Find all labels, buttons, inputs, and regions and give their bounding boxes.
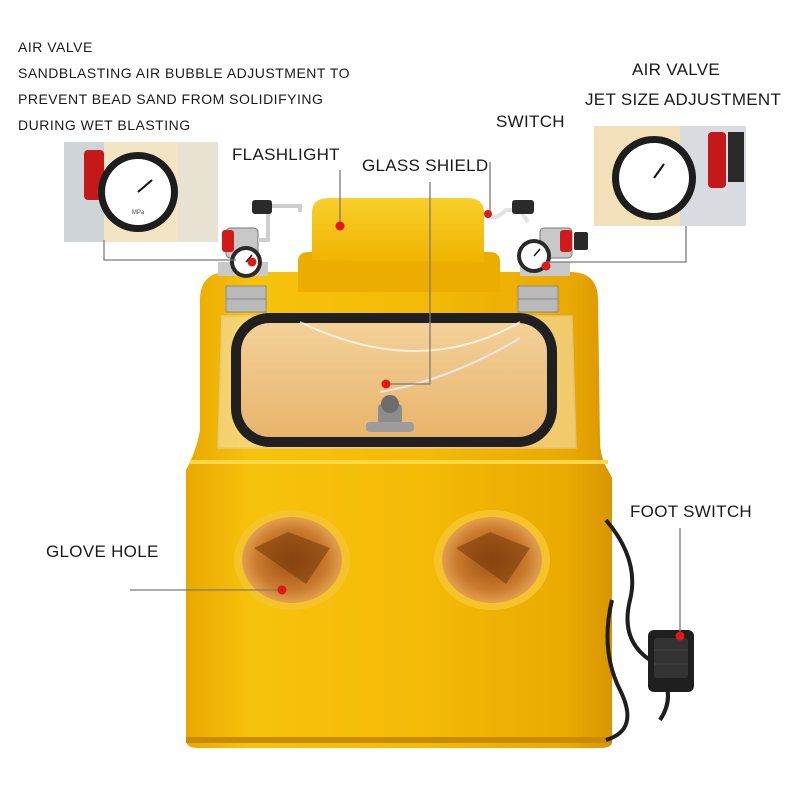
glove-hole-left: [234, 510, 350, 610]
svg-text:MPa: MPa: [132, 210, 145, 216]
left-air-valve: [218, 200, 302, 278]
flashlight-label: FLASHLIGHT: [232, 145, 340, 164]
right-gauge-inset: [594, 126, 746, 226]
leader-lines: [103, 162, 687, 636]
glass-shield-label: GLASS SHIELD: [362, 156, 489, 175]
left-gauge-inset: MPa: [64, 142, 218, 242]
glass-shield: [217, 313, 577, 449]
left-valve-title: AIR VALVE: [18, 39, 93, 55]
switch-label: SWITCH: [496, 112, 565, 131]
callout-markers: [247, 210, 685, 641]
hinge-right: [517, 285, 559, 313]
right-air-valve: [484, 200, 588, 276]
left-valve-callout: AIR VALVE SANDBLASTING AIR BUBBLE ADJUST…: [18, 34, 350, 138]
flashlight-housing: [298, 198, 500, 292]
hinge-left: [225, 285, 267, 313]
right-valve-title: AIR VALVE: [632, 60, 721, 79]
foot-switch: [648, 630, 694, 692]
left-valve-desc-line-2: PREVENT BEAD SAND FROM SOLIDIFYING: [18, 91, 324, 107]
left-valve-desc-line-1: SANDBLASTING AIR BUBBLE ADJUSTMENT TO: [18, 65, 351, 81]
glove-hole-right: [434, 510, 550, 610]
foot-switch-label: FOOT SWITCH: [630, 502, 752, 521]
right-valve-desc: JET SIZE ADJUSTMENT: [585, 90, 782, 109]
glove-hole-label: GLOVE HOLE: [46, 542, 159, 561]
left-valve-desc-line-3: DURING WET BLASTING: [18, 117, 191, 133]
